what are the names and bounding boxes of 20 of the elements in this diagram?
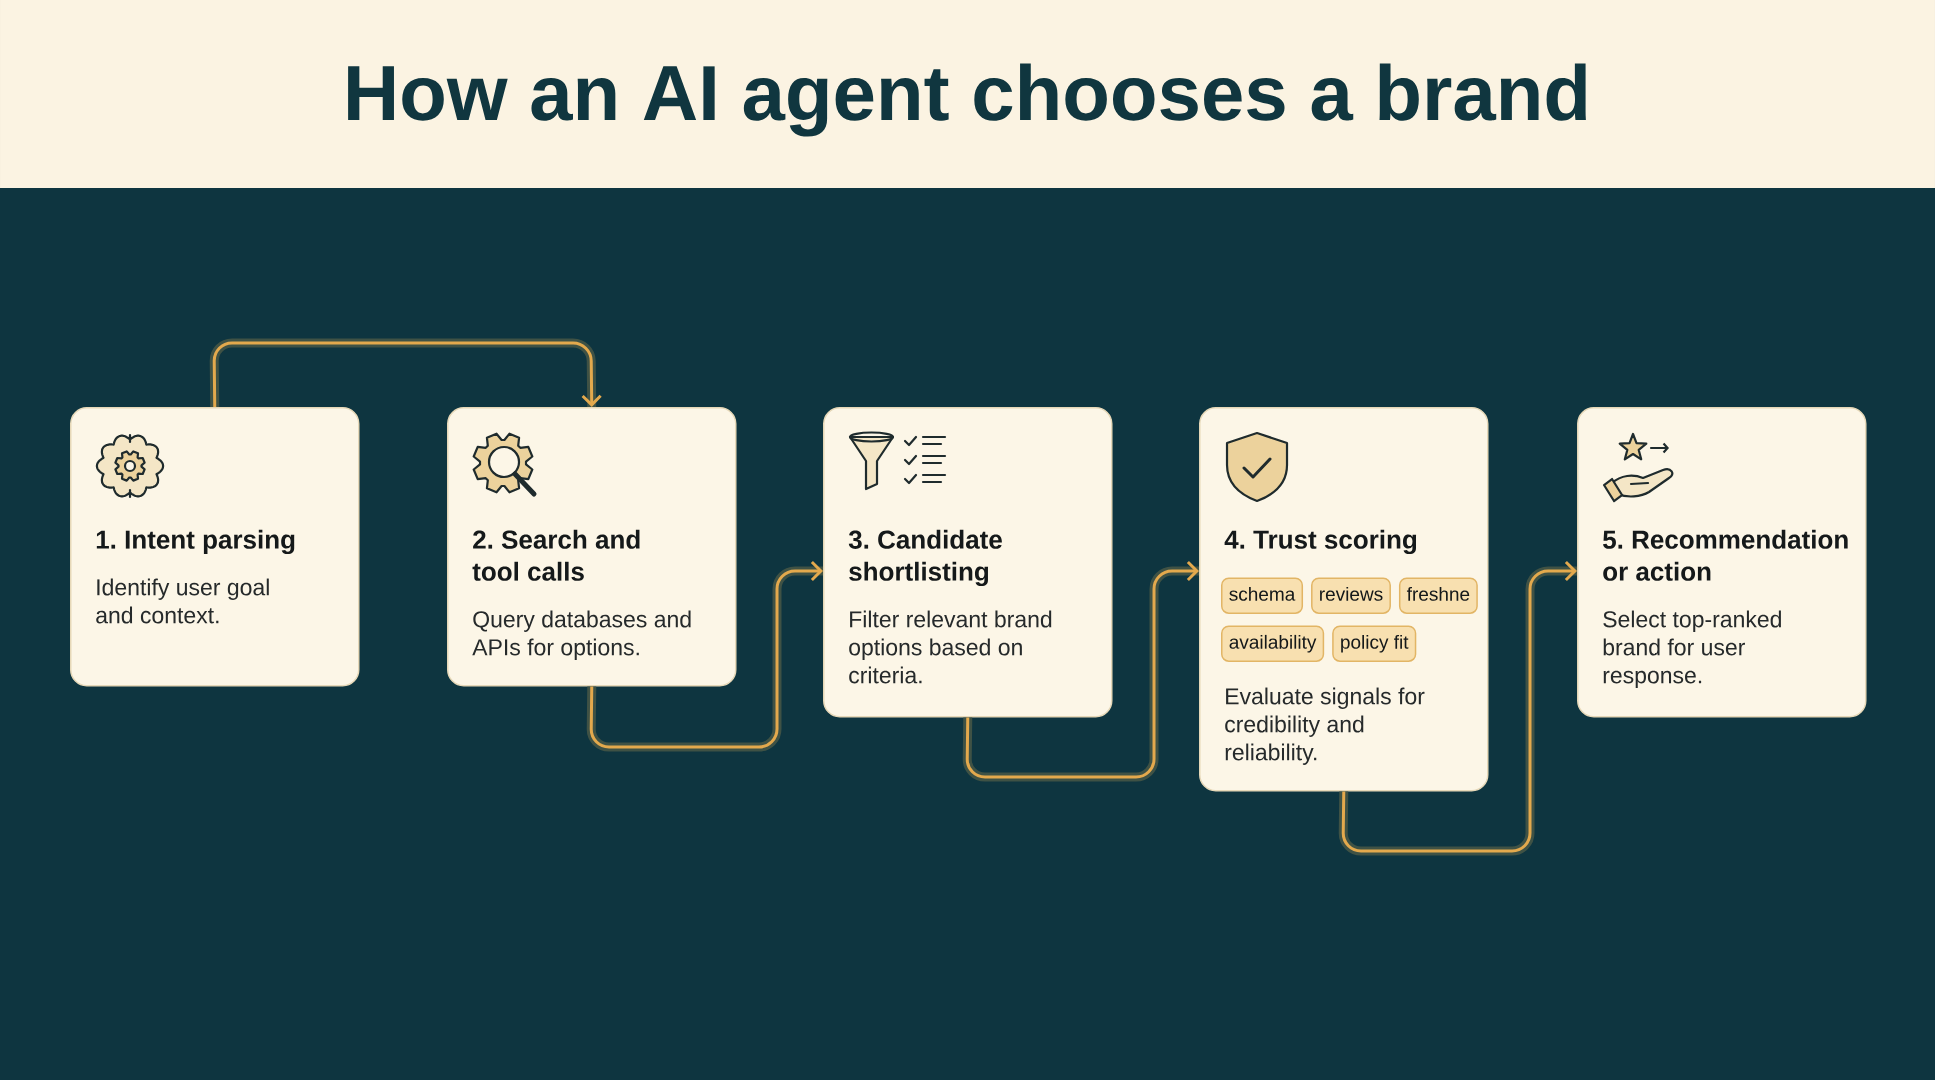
step-description: Filter relevant brand options based on criteria. <box>849 610 1052 684</box>
step-heading: 3. Candidate shortlisting <box>848 529 1002 587</box>
signal-tag: freshne <box>1398 577 1478 614</box>
signal-tag: schema <box>1221 577 1304 614</box>
step-heading: 5. Recommendation or action <box>1603 529 1848 581</box>
step-description: Identify user goal and context. <box>96 578 269 624</box>
flow-arrow <box>586 560 823 752</box>
flow-arrow <box>209 338 602 408</box>
signal-tag: availability <box>1221 625 1325 662</box>
step-heading: 4. Trust scoring <box>1224 529 1417 555</box>
flow-arrow <box>1338 560 1578 856</box>
flow-arrow <box>962 560 1199 782</box>
step-heading: 2. Search and tool calls <box>472 529 640 581</box>
title: How an AI agent chooses a brand <box>348 63 1586 137</box>
signal-tag: policy fit <box>1332 625 1417 662</box>
step-description: Query databases and APIs for options. <box>472 610 691 660</box>
signal-tag: reviews <box>1311 577 1391 614</box>
step-description: Evaluate signals for credibility and reliability. <box>1225 687 1425 765</box>
step-heading: 1. Intent parsing <box>96 529 295 555</box>
step-description: Select top-ranked brand for user response. <box>1603 610 1781 688</box>
